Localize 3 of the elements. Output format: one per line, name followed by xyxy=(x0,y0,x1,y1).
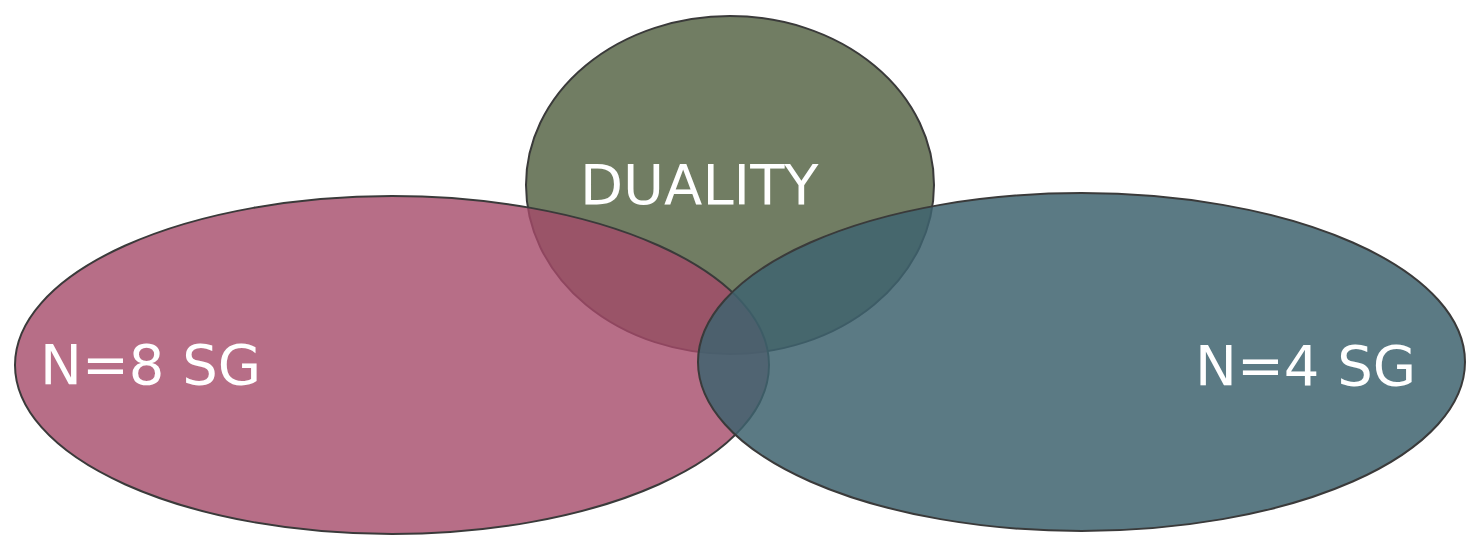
set-label: DUALITY xyxy=(580,157,819,213)
set-label: N=8 SG xyxy=(40,337,262,393)
set-label: N=4 SG xyxy=(1195,338,1417,394)
